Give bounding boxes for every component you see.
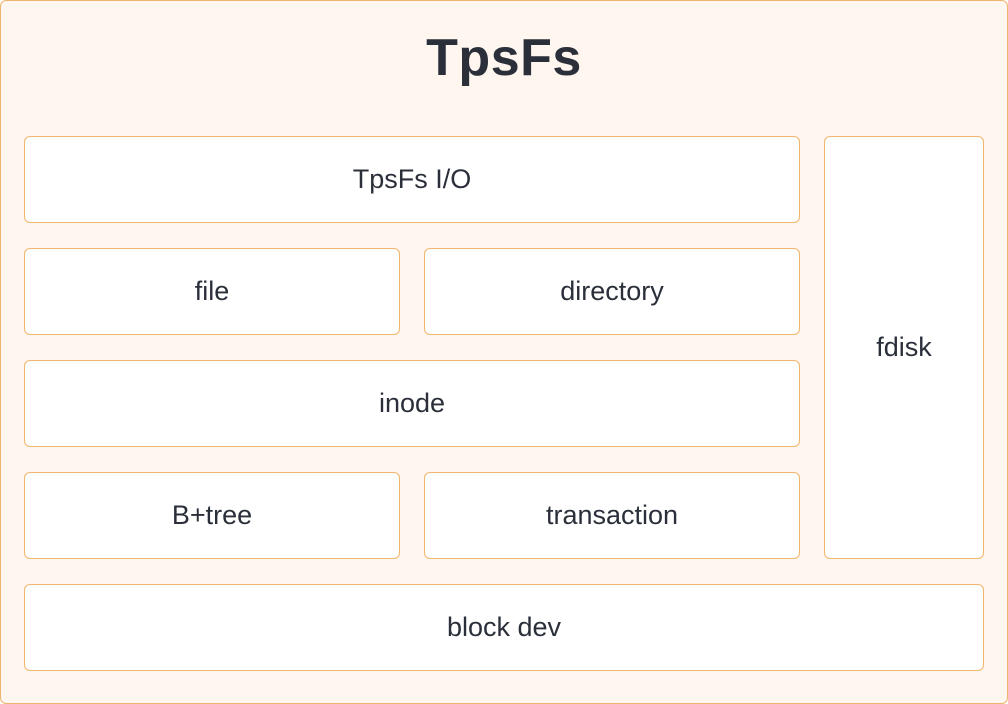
transaction-label: transaction xyxy=(545,500,679,530)
tpsfs-io-layer: TpsFs I/O xyxy=(24,136,800,223)
directory-module: directory xyxy=(424,248,800,335)
btree-label: B+tree xyxy=(171,500,253,530)
file-label: file xyxy=(194,276,230,306)
file-module: file xyxy=(24,248,400,335)
block-dev-label: block dev xyxy=(446,612,562,642)
block-dev-layer: block dev xyxy=(24,584,984,671)
fdisk-label: fdisk xyxy=(876,332,932,362)
btree-module: B+tree xyxy=(24,472,400,559)
inode-layer: inode xyxy=(24,360,800,447)
transaction-module: transaction xyxy=(424,472,800,559)
fdisk-module: fdisk xyxy=(824,136,984,559)
inode-label: inode xyxy=(378,388,446,418)
diagram-title: TpsFs xyxy=(426,29,582,87)
tpsfs-io-label: TpsFs I/O xyxy=(352,164,472,194)
directory-label: directory xyxy=(560,276,664,306)
